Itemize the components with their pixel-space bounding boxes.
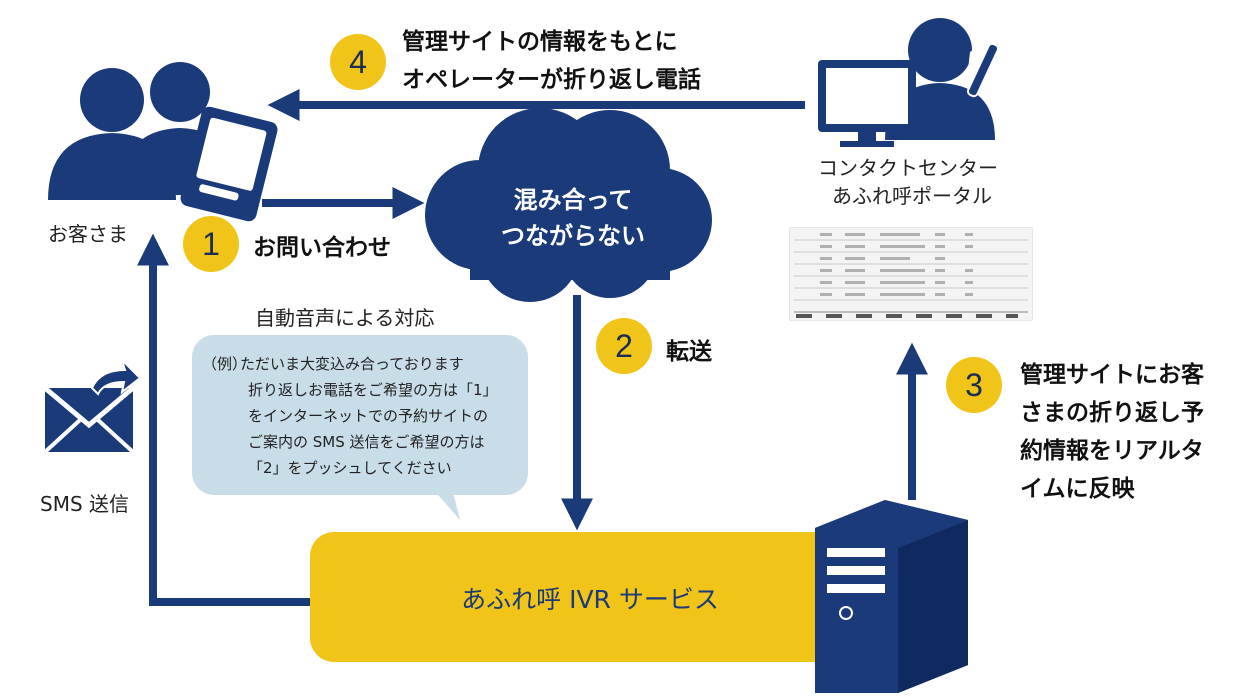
arrow-ivr-to-customer	[137, 233, 310, 606]
auto-voice-title: 自動音声による対応	[255, 306, 435, 330]
bubble-prefix: （例）	[202, 355, 248, 373]
step-3-badge: 3	[946, 357, 1002, 413]
bubble-line-1: ただいま大変込み合っております	[240, 355, 464, 373]
step-3-line-1: 管理サイトにお客	[1020, 362, 1204, 388]
step-1-label: お問い合わせ	[253, 235, 391, 261]
step-4-line-2: オペレーターが折り返し電話	[402, 67, 701, 93]
arrows	[137, 89, 928, 606]
bubble-line-2: 折り返しお電話をご希望の方は「1」	[248, 381, 498, 399]
step-3-line-3: 約情報をリアルタ	[1020, 438, 1204, 464]
ivr-service-box: あふれ呼 IVR サービス	[310, 532, 870, 662]
envelope-icon	[43, 359, 142, 454]
step-1-badge: 1	[183, 216, 239, 272]
server-icon	[815, 500, 968, 693]
step-2-badge: 2	[596, 318, 652, 374]
customer-label: お客さま	[48, 222, 128, 246]
bubble-line-5: 「2」をプッシュしてください	[248, 459, 452, 477]
step-3-line-2: さまの折り返し予	[1020, 400, 1204, 426]
bubble-line-3: をインターネットでの予約サイトの	[248, 407, 489, 425]
step-2-label: 転送	[666, 339, 712, 365]
table-thumbnail-icon	[789, 227, 1033, 321]
step-4-badge: 4	[330, 34, 386, 90]
sms-label: SMS 送信	[40, 492, 130, 516]
cloud-icon	[425, 108, 712, 302]
ivr-service-label: あふれ呼 IVR サービス	[461, 585, 719, 614]
cloud-line-1: 混み合って	[513, 186, 633, 214]
step-3-line-4: イムに反映	[1020, 476, 1135, 502]
speech-bubble: （例） ただいま大変込み合っております 折り返しお電話をご希望の方は「1」 をイ…	[192, 335, 528, 495]
step-4-line-1: 管理サイトの情報をもとに	[402, 29, 678, 55]
bubble-line-4: ご案内の SMS 送信をご希望の方は	[248, 433, 485, 451]
contact-center-line-2: あふれ呼ポータル	[832, 184, 992, 208]
cloud-line-2: つながらない	[501, 222, 645, 250]
tablet-icon	[180, 106, 278, 222]
contact-center-line-1: コンタクトセンター	[818, 156, 998, 180]
monitor-icon	[818, 60, 916, 147]
